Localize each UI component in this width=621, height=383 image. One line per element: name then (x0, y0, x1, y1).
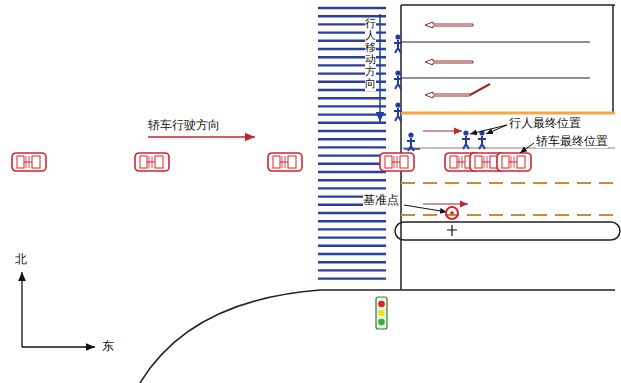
crosswalk-stripe (318, 113, 386, 115)
crosswalk-stripe (318, 277, 386, 279)
direction-label: 轿车行驶方向 (148, 118, 220, 132)
crosswalk-stripe (318, 7, 386, 9)
reference-point (446, 207, 458, 219)
crosswalk-stripe (318, 245, 386, 247)
crosswalk-stripe (318, 187, 386, 189)
road-lines (140, 5, 620, 383)
lane-line (401, 214, 615, 216)
crosswalk-stripe (318, 122, 386, 124)
direction-label: 行人移动方向 (365, 18, 376, 91)
compass (22, 272, 95, 347)
callout-label: 行人最终位置 (509, 116, 581, 130)
crosswalk-stripe (318, 179, 386, 181)
crosswalk-stripe (318, 146, 386, 148)
compass-label: 东 (102, 339, 114, 353)
crosswalk-stripe (318, 269, 386, 271)
pedestrian-direction-arrow (379, 14, 381, 122)
crosswalk-stripe (318, 97, 386, 99)
crosswalk-stripe (318, 253, 386, 255)
leader-lines (404, 125, 534, 212)
crosswalk-stripe (318, 212, 386, 214)
crosswalk-stripe (318, 171, 386, 173)
crosswalk-stripe (318, 236, 386, 238)
crosswalk-stripe (318, 261, 386, 263)
lane-arrows (423, 22, 490, 204)
crosswalk-stripe (318, 105, 386, 107)
crosswalk (318, 8, 386, 279)
crosswalk-stripe (318, 163, 386, 165)
crosswalk-stripe (318, 154, 386, 156)
crosswalk-stripe (318, 130, 386, 132)
car-positions (12, 153, 531, 171)
callout-label: 基准点 (363, 193, 399, 207)
callout-label: 轿车最终位置 (536, 134, 608, 148)
center-line (401, 112, 615, 115)
crosswalk-stripe (318, 220, 386, 222)
car-direction-arrow (148, 136, 255, 138)
compass-label: 北 (15, 252, 27, 266)
lane-line (401, 182, 615, 184)
crosswalk-stripe (318, 228, 386, 230)
crosswalk-stripe (318, 138, 386, 140)
traffic-light (376, 297, 387, 329)
